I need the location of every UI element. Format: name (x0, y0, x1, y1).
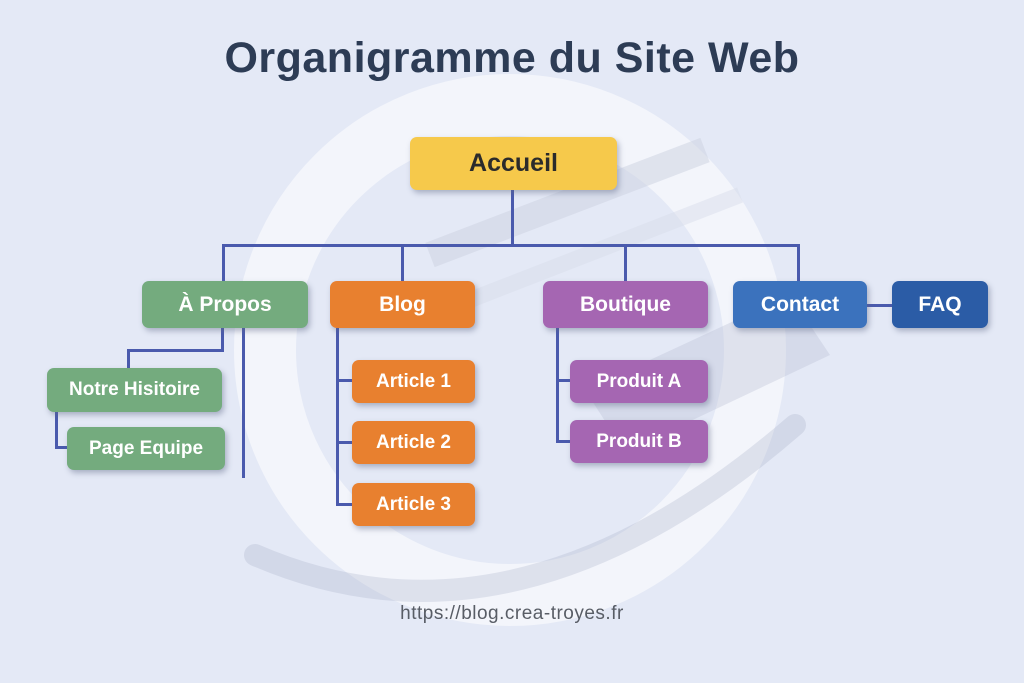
footer-url: https://blog.crea-troyes.fr (400, 603, 624, 624)
connector-apropos-dangling (242, 328, 245, 478)
node-boutique: Boutique (543, 281, 708, 328)
node-article-2: Article 2 (352, 421, 475, 464)
node-accueil: Accueil (410, 137, 617, 190)
node-notre-histoire: Notre Hisitoire (47, 368, 222, 412)
connector-drop-boutique (624, 244, 627, 281)
node-article-1: Article 1 (352, 360, 475, 403)
node-produit-a: Produit A (570, 360, 708, 403)
connector-stub-produit-b (556, 440, 570, 443)
connector-stub-produit-a (556, 379, 570, 382)
connector-drop-contact (797, 244, 800, 281)
connector-root-trunk (511, 190, 514, 246)
connector-apropos-down (221, 328, 224, 352)
connector-contact-faq (867, 304, 892, 307)
connector-apropos-elbow (127, 349, 224, 352)
connector-stub-article-3 (336, 503, 352, 506)
node-produit-b: Produit B (570, 420, 708, 463)
connector-stub-article-2 (336, 441, 352, 444)
connector-notre-histoire-down (55, 412, 58, 449)
connector-into-page-equipe (55, 446, 67, 449)
connector-into-notre-histoire (127, 349, 130, 368)
connector-level2-rail (222, 244, 800, 247)
node-blog: Blog (330, 281, 475, 328)
connector-drop-blog (401, 244, 404, 281)
node-contact: Contact (733, 281, 867, 328)
node-page-equipe: Page Equipe (67, 427, 225, 470)
page-title: Organigramme du Site Web (224, 34, 800, 82)
connector-stub-article-1 (336, 379, 352, 382)
connector-drop-a-propos (222, 244, 225, 281)
node-article-3: Article 3 (352, 483, 475, 526)
node-a-propos: À Propos (142, 281, 308, 328)
node-faq: FAQ (892, 281, 988, 328)
connector-blog-rail (336, 328, 339, 506)
connector-boutique-rail (556, 328, 559, 443)
